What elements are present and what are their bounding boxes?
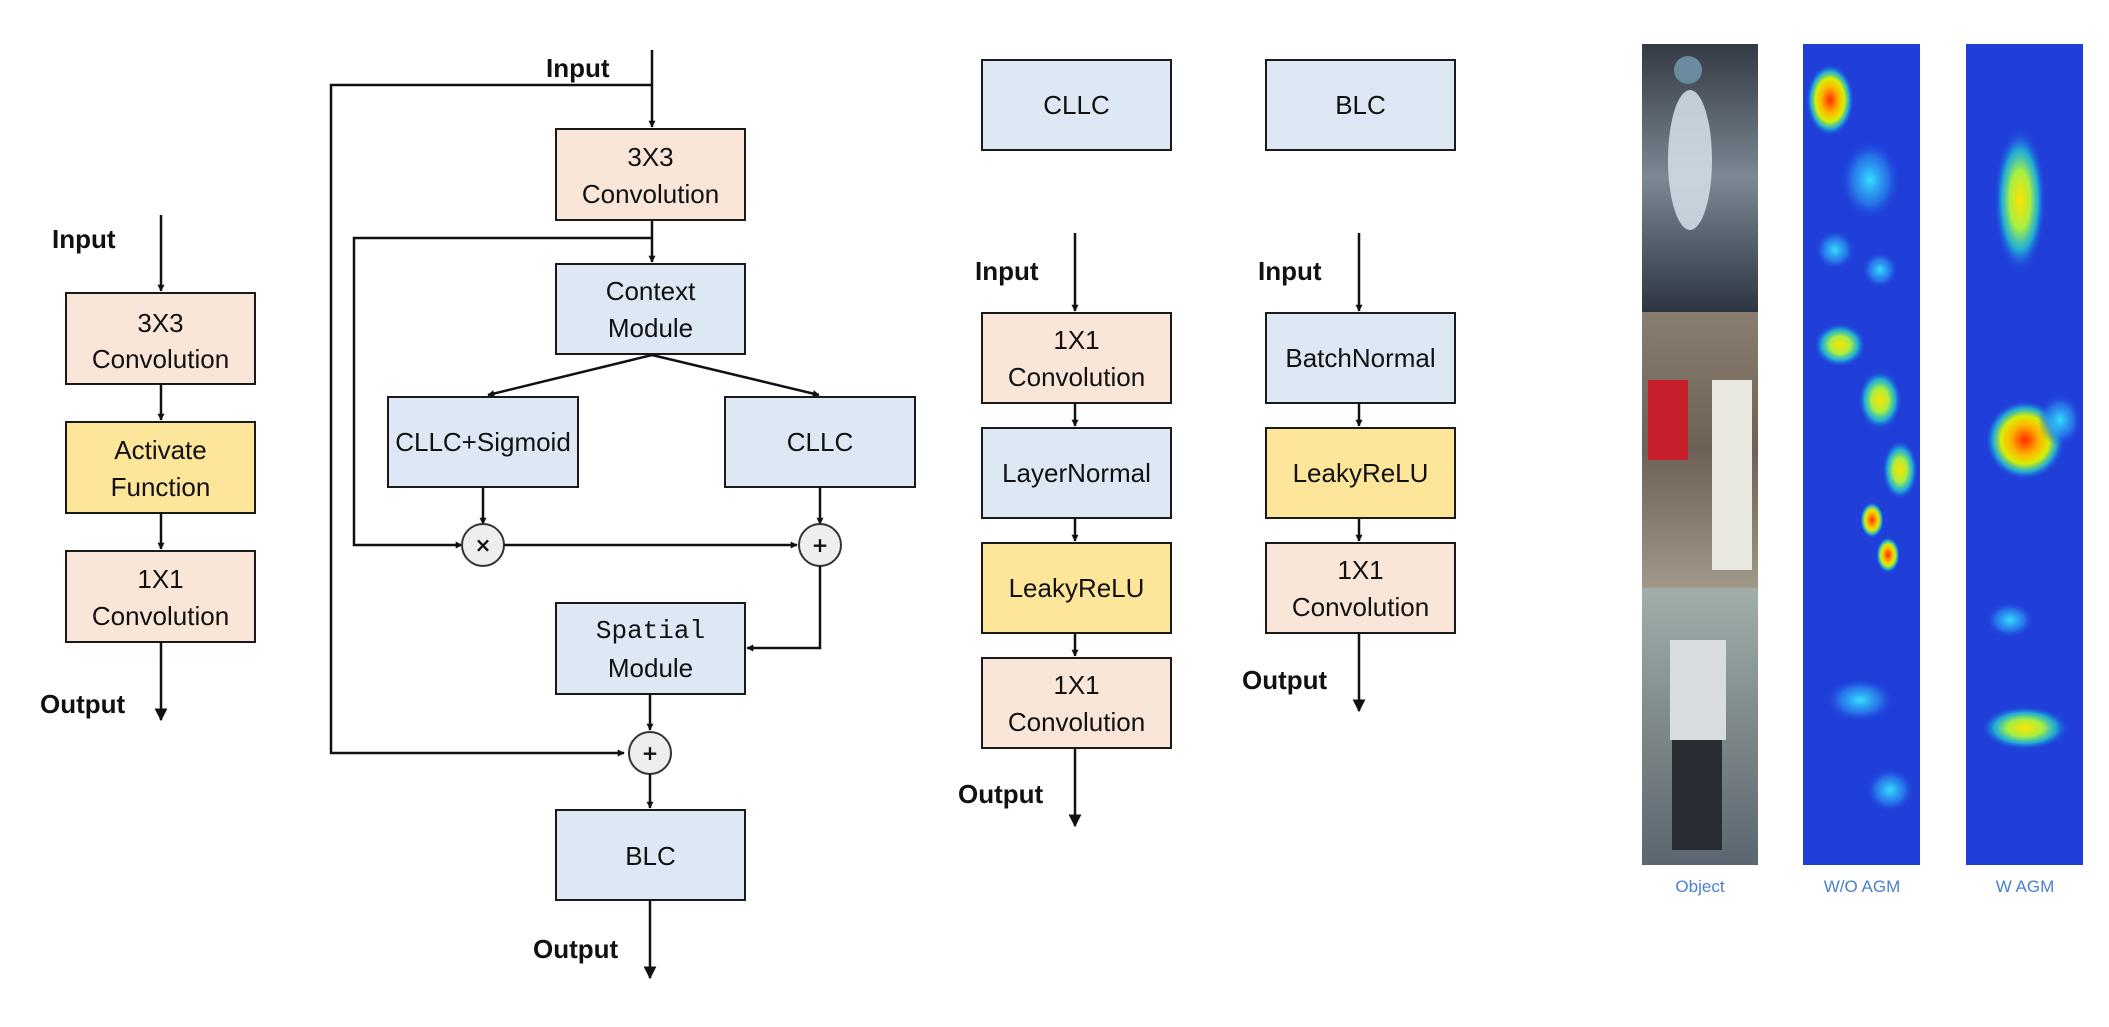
person-figure-1 [1668, 90, 1712, 230]
heatmap-panel: Object W/O AGM W AGM [1642, 44, 2083, 896]
hotspot [1981, 706, 2069, 750]
block-d-batchnorm-box [1265, 312, 1456, 404]
block-b-spatial-box [555, 602, 746, 695]
block-d-input-label: Input [1258, 256, 1322, 286]
block-a-conv3x3-line1: 3X3 [137, 308, 183, 338]
caption-without-agm: W/O AGM [1824, 877, 1901, 896]
block-d-batchnorm-label: BatchNormal [1285, 343, 1435, 373]
person-figure-3 [1670, 640, 1726, 740]
block-a-activate-line1: Activate [114, 435, 207, 465]
block-d-title-box [1265, 59, 1456, 151]
hotspot [1882, 440, 1918, 500]
block-c-conv1x1a-box [981, 312, 1172, 404]
object-column [1642, 44, 1758, 865]
block-a: Input 3X3 Convolution Activate Function … [40, 215, 256, 722]
block-b-conv3x3-line1: 3X3 [627, 142, 673, 172]
block-b-cllc-label: CLLC [787, 427, 853, 457]
block-d-conv1x1-line2: Convolution [1292, 592, 1429, 622]
block-b-context-line2: Module [608, 313, 693, 343]
block-b-cllc-box [724, 396, 916, 488]
block-b-conv3x3-line2: Convolution [582, 179, 719, 209]
person-figure-2 [1648, 380, 1688, 460]
block-b-cllc-sigmoid-label: CLLC+Sigmoid [395, 427, 571, 457]
block-b-arrow-to-sigmoid [487, 353, 653, 397]
block-c-layernorm-box [981, 427, 1172, 519]
block-a-output-label: Output [40, 689, 126, 719]
hotspot [1814, 323, 1866, 367]
block-a-input-label: Input [52, 224, 116, 254]
block-b-multiply-symbol: × [475, 533, 492, 557]
hotspot [1815, 230, 1855, 270]
block-b-arrow-add-to-spatial [746, 566, 822, 652]
block-b-input-label: Input [546, 53, 610, 83]
block-c-conv1x1b-line1: 1X1 [1053, 670, 1099, 700]
caption-object: Object [1675, 877, 1724, 896]
block-b-add2-symbol: + [642, 741, 659, 765]
block-b-output-label: Output [533, 934, 619, 964]
block-d-output-label: Output [1242, 665, 1328, 695]
block-c-title: CLLC [1043, 90, 1109, 120]
hotspot [1866, 768, 1914, 812]
block-b-conv3x3-box [555, 128, 746, 221]
block-c-conv1x1b-line2: Convolution [1008, 707, 1145, 737]
block-d-conv1x1-box [1265, 542, 1456, 634]
block-b-inner-skip-line [352, 236, 652, 549]
block-c-output-label: Output [958, 779, 1044, 809]
block-d-title: BLC [1335, 90, 1386, 120]
block-a-conv1x1-line1: 1X1 [137, 564, 183, 594]
block-b-outer-skip-line [329, 83, 652, 757]
block-c-conv1x1a-line1: 1X1 [1053, 325, 1099, 355]
block-a-conv3x3-line2: Convolution [92, 344, 229, 374]
hotspot [1876, 537, 1900, 573]
hotspot [1986, 602, 2034, 638]
block-b-add-symbol: + [812, 533, 829, 557]
without-agm-column [1803, 44, 1920, 865]
caption-with-agm: W AGM [1996, 877, 2055, 896]
hotspot [1994, 128, 2046, 272]
block-d-leaky-box [1265, 427, 1456, 519]
hotspot [1858, 370, 1902, 430]
block-a-conv1x1-line2: Convolution [92, 601, 229, 631]
hotspot [1840, 140, 1900, 220]
block-c-title-box [981, 59, 1172, 151]
block-a-activate-line2: Function [111, 472, 211, 502]
hotspot [1860, 502, 1884, 538]
person-head-1 [1674, 56, 1702, 84]
gate-figure-2 [1712, 380, 1752, 570]
with-agm-column [1966, 44, 2083, 865]
block-b-spatial-line2: Module [608, 653, 693, 683]
hotspot [1806, 64, 1854, 136]
block-c-leaky-box [981, 542, 1172, 634]
block-c-conv1x1a-line2: Convolution [1008, 362, 1145, 392]
block-b: Input 3X3 Convolution Context Module CLL… [329, 50, 916, 980]
block-c-leaky-label: LeakyReLU [1009, 573, 1145, 603]
block-b-context-line1: Context [606, 276, 696, 306]
person-legs-3 [1672, 740, 1722, 850]
block-d-leaky-label: LeakyReLU [1293, 458, 1429, 488]
block-c-conv1x1b-box [981, 657, 1172, 749]
block-c: CLLC Input 1X1 Convolution LayerNormal L… [958, 59, 1172, 828]
block-b-cllc-sigmoid-box [387, 396, 579, 488]
block-a-conv1x1-box [65, 550, 256, 643]
block-a-activate-box [65, 421, 256, 514]
hotspot [1862, 252, 1898, 288]
block-b-blc-label: BLC [625, 841, 676, 871]
block-b-arrow-to-cllc [651, 353, 820, 397]
hotspot [2038, 394, 2082, 446]
block-b-spatial-line1: Spatial [596, 616, 705, 646]
block-c-layernorm-label: LayerNormal [1002, 458, 1151, 488]
block-d-conv1x1-line1: 1X1 [1337, 555, 1383, 585]
block-d: BLC Input BatchNormal LeakyReLU 1X1 Conv… [1242, 59, 1456, 713]
block-c-input-label: Input [975, 256, 1039, 286]
block-b-context-box [555, 263, 746, 355]
hotspot [1826, 678, 1894, 722]
block-b-blc-box [555, 809, 746, 901]
